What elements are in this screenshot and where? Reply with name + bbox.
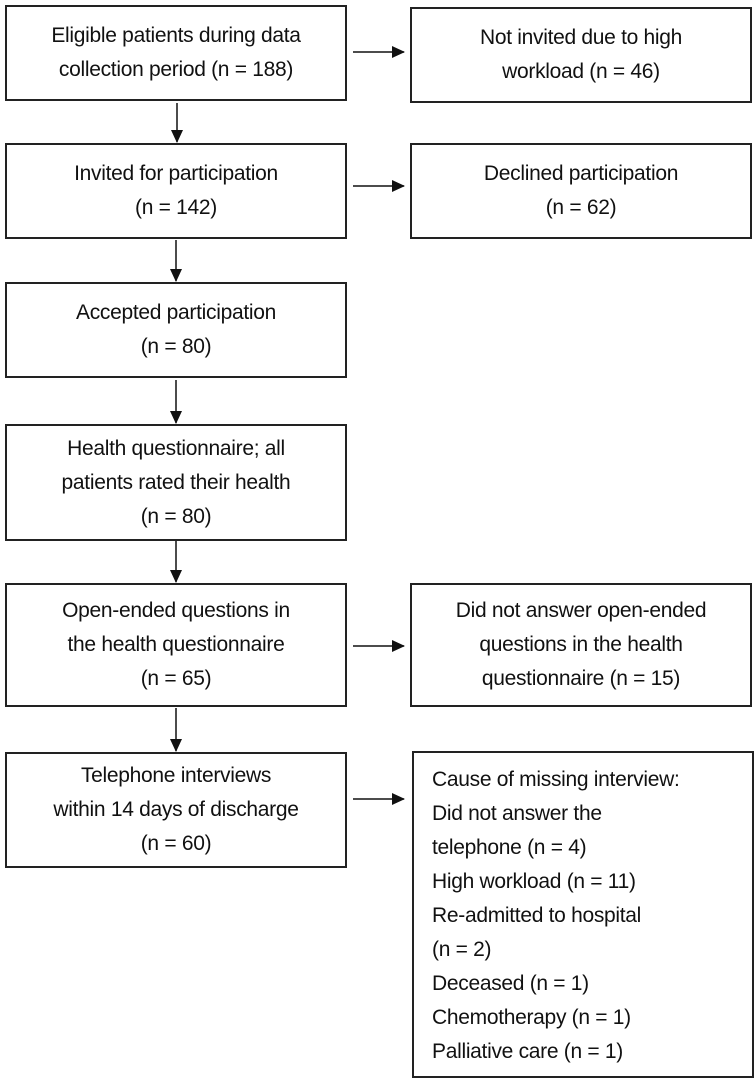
box-text-line: Open-ended questions in [62, 599, 290, 622]
box-text-line: Telephone interviews [80, 764, 272, 787]
box-text-line: Palliative care (n = 1) [432, 1040, 623, 1063]
box-text-line: Invited for participation [74, 162, 278, 185]
box-text-line: Deceased (n = 1) [432, 972, 589, 995]
box-text-line: Accepted participation [75, 301, 277, 324]
box-text-line: questionnaire (n = 15) [481, 667, 681, 690]
box-text-line: (n = 60) [140, 832, 212, 855]
box-text-line: Health questionnaire; all [67, 436, 285, 460]
telephone-box: Telephone interviews within 14 days of di… [5, 752, 347, 868]
box-text-line: (n = 142) [135, 196, 217, 219]
declined-box: Declined participation (n = 62) [410, 143, 752, 239]
box-text-line: telephone (n = 4) [432, 836, 587, 859]
box-text-line: Chemotherapy (n = 1) [432, 1006, 631, 1029]
accepted-box: Accepted participation (n = 80) [5, 282, 347, 378]
box-text-line: Not invited due to high [479, 26, 683, 49]
health-questionnaire-box: Health questionnaire; all patients rated … [5, 424, 347, 541]
box-text-line: Cause of missing interview: [432, 768, 680, 791]
box-text-line: (n = 62) [545, 196, 617, 219]
invited-box: Invited for participation (n = 142) [5, 143, 347, 239]
box-text-line: within 14 days of discharge [53, 798, 299, 821]
missing-interview-box: Cause of missing interview: Did not answe… [412, 751, 754, 1078]
box-text-line: (n = 2) [432, 938, 492, 961]
did-not-answer-box: Did not answer open-ended questions in th… [410, 583, 752, 707]
open-ended-box: Open-ended questions in the health questi… [5, 583, 347, 707]
box-text-line: Re-admitted to hospital [432, 904, 642, 927]
box-text-line: High workload (n = 11) [432, 870, 636, 893]
box-text-line: patients rated their health [61, 470, 291, 494]
box-text-line: workload (n = 46) [502, 60, 660, 83]
box-text-line: the health questionnaire [67, 633, 285, 656]
box-text-line: Did not answer the [432, 802, 602, 825]
box-text-line: (n = 65) [140, 667, 212, 690]
box-text-line: Eligible patients during data [51, 24, 301, 47]
box-text-line: (n = 80) [140, 335, 212, 358]
box-text-line: collection period (n = 188) [58, 58, 294, 81]
not-invited-box: Not invited due to high workload (n = 46) [410, 7, 752, 103]
box-text-line: Declined participation [483, 162, 679, 185]
box-text-line: (n = 80) [140, 504, 212, 528]
box-text-line: questions in the health [479, 633, 683, 656]
eligible-box: Eligible patients during data collection … [5, 5, 347, 101]
box-text-line: Did not answer open-ended [455, 599, 707, 622]
